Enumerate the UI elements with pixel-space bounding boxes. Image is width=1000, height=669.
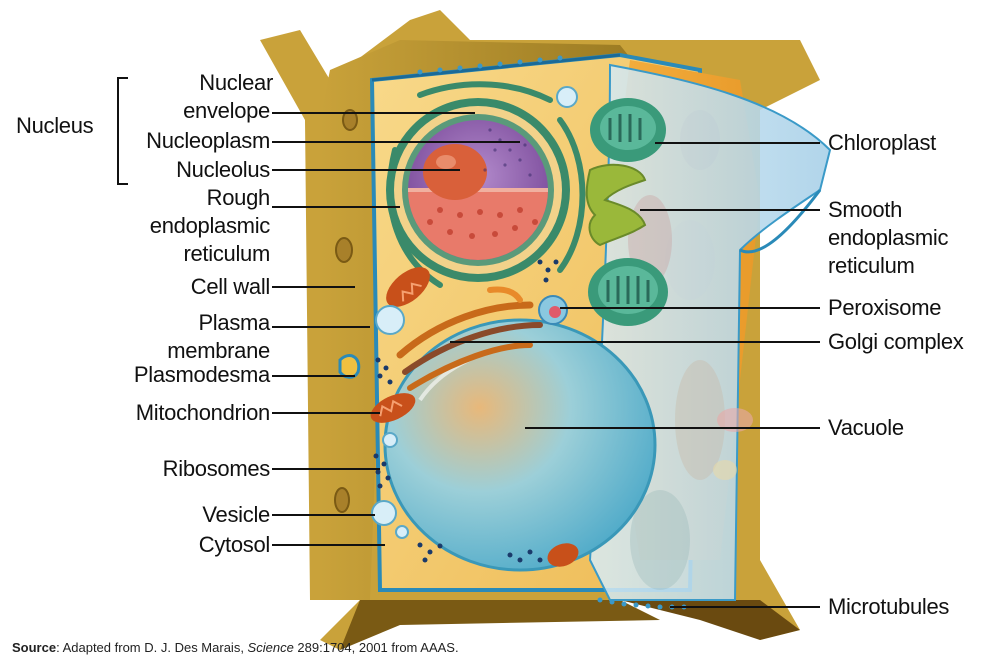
label-rough-er-line2: endoplasmic xyxy=(110,213,270,239)
label-peroxisome: Peroxisome xyxy=(828,295,941,321)
label-rough-er-line1: Rough xyxy=(130,185,270,211)
source-text-2: 289:1704, 2001 from AAAS. xyxy=(294,640,459,655)
label-smooth-er-line3: reticulum xyxy=(828,253,915,279)
source-journal: Science xyxy=(248,640,294,655)
source-citation: Source: Adapted from D. J. Des Marais, S… xyxy=(12,640,459,655)
label-nucleolus: Nucleolus xyxy=(130,157,270,183)
label-chloroplast: Chloroplast xyxy=(828,130,936,156)
label-plasma-membrane-line1: Plasma xyxy=(110,310,270,336)
label-ribosomes: Ribosomes xyxy=(90,456,270,482)
label-nuclear-envelope-line1: Nuclear xyxy=(183,70,273,96)
source-text-1: : Adapted from D. J. Des Marais, xyxy=(56,640,247,655)
label-smooth-er-line1: Smooth xyxy=(828,197,902,223)
label-plasmodesma: Plasmodesma xyxy=(90,362,270,388)
label-golgi-complex: Golgi complex xyxy=(828,329,964,355)
label-microtubules: Microtubules xyxy=(828,594,949,620)
label-cytosol: Cytosol xyxy=(90,532,270,558)
label-plasma-membrane-line2: membrane xyxy=(110,338,270,364)
label-nucleus: Nucleus xyxy=(16,113,93,139)
label-vacuole: Vacuole xyxy=(828,415,904,441)
label-rough-er-line3: reticulum xyxy=(110,241,270,267)
label-mitochondrion: Mitochondrion xyxy=(90,400,270,426)
label-vesicle: Vesicle xyxy=(90,502,270,528)
source-prefix: Source xyxy=(12,640,56,655)
label-nucleoplasm: Nucleoplasm xyxy=(130,128,270,154)
label-cell-wall: Cell wall xyxy=(110,274,270,300)
label-smooth-er-line2: endoplasmic xyxy=(828,225,948,251)
label-nuclear-envelope-line2: envelope xyxy=(170,98,270,124)
plasmodesma-shape xyxy=(340,356,359,378)
nucleus-shape xyxy=(386,98,570,282)
